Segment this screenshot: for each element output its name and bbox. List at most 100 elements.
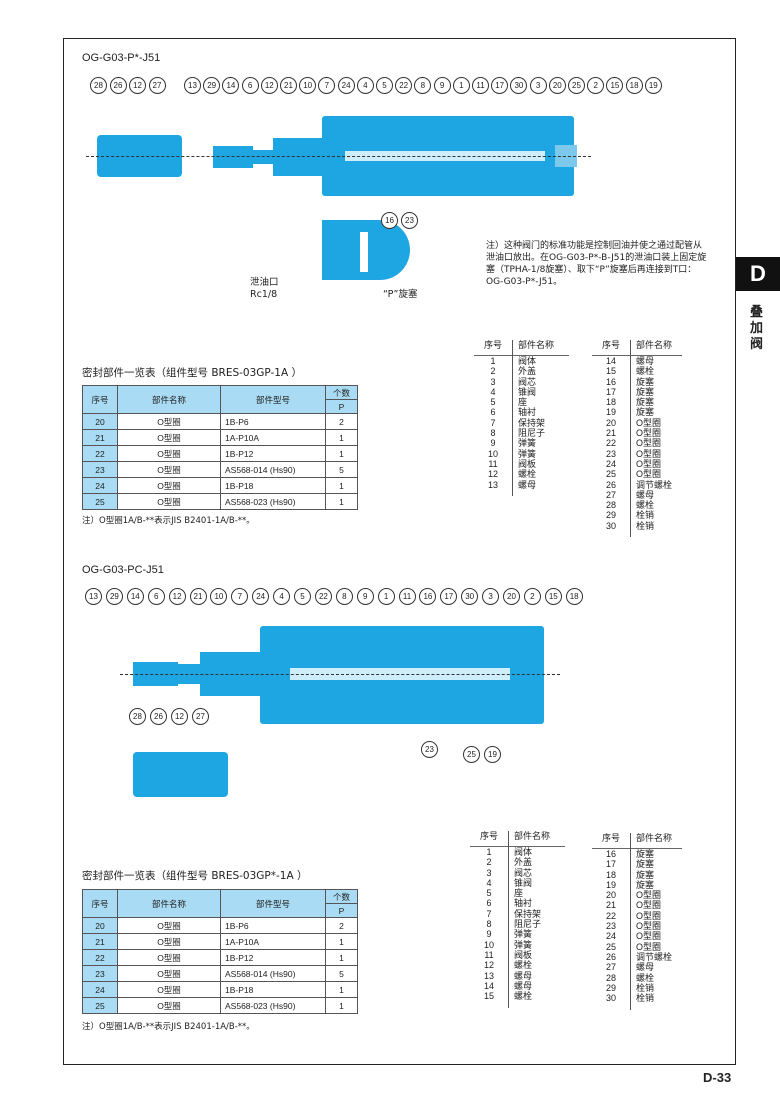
table-row: 24 O型圈 1B-P18 1: [82, 477, 358, 494]
callout-label: 18: [625, 77, 643, 94]
part-name: 保持架: [514, 908, 542, 919]
callout-label: 19: [484, 746, 501, 763]
header-name: 部件名称: [514, 831, 551, 841]
part-no: 14: [605, 356, 616, 366]
part-name: 栓销: [636, 993, 655, 1004]
callout-label: 17: [491, 77, 509, 94]
part-no: 24: [605, 931, 616, 942]
part-no: 21: [605, 428, 616, 439]
callout-label: 16: [381, 212, 398, 229]
cell-model: 1A-P10A: [220, 429, 326, 446]
cell-model: AS568-023 (Hs90): [220, 493, 326, 510]
cell-no: 23: [82, 965, 118, 982]
part-no: 18: [605, 869, 616, 880]
callout-label: 9: [433, 77, 451, 94]
table-row: 20 O型圈 1B-P6 2: [82, 917, 358, 934]
cell-no: 21: [82, 429, 118, 446]
table-row: 22 O型圈 1B-P12 1: [82, 949, 358, 966]
callout-label: 8: [414, 77, 432, 94]
part-no: 11: [488, 458, 498, 469]
callout-label: 2: [587, 77, 605, 94]
part-no: 27: [605, 962, 616, 973]
table-row: 23 O型圈 AS568-014 (Hs90) 5: [82, 461, 358, 478]
part-name: 轴衬: [514, 898, 533, 909]
callout-label: 24: [252, 588, 270, 605]
page-frame: [63, 38, 736, 1065]
p-plug-label: “P”旋塞: [383, 289, 418, 300]
callout-label: 23: [401, 212, 418, 229]
callout-label: 30: [510, 77, 528, 94]
header-name: 部件名称: [636, 340, 673, 350]
callout-label: 19: [644, 77, 662, 94]
cell-name: O型圈: [117, 493, 221, 510]
cell-no: 22: [82, 445, 118, 462]
part-name: 栓销: [636, 982, 655, 993]
cell-model: 1B-P12: [220, 949, 326, 966]
list-item: 10 弹簧: [474, 449, 569, 459]
part-name: 旋塞: [636, 386, 655, 397]
seal-list-title-2: 密封部件一览表（组件型号 BRES-03GP*-1A ）: [82, 870, 308, 882]
cell-no: 25: [82, 493, 118, 510]
part-no: 3: [490, 376, 496, 387]
part-no: 17: [605, 386, 616, 397]
cell-model: 1A-P10A: [220, 933, 326, 950]
part-name: 座: [514, 888, 524, 899]
callout-label: 27: [192, 708, 209, 725]
cell-qty: 2: [325, 413, 358, 430]
callout-label: 11: [398, 588, 416, 605]
callout-label: 21: [189, 588, 207, 605]
part-name: 螺母: [636, 489, 655, 500]
header-no: 序号: [601, 340, 620, 350]
cell-qty: 2: [325, 917, 358, 934]
part-no: 23: [605, 448, 616, 459]
part-no: 19: [605, 879, 616, 890]
cell-no: 20: [82, 413, 118, 430]
part-name: 螺栓: [636, 972, 655, 983]
header-no: 序号: [601, 833, 620, 843]
part-no: 17: [605, 859, 616, 870]
part-name: O型圈: [636, 469, 662, 480]
table-row: 23 O型圈 AS568-014 (Hs90) 5: [82, 965, 358, 982]
part-no: 28: [605, 500, 616, 511]
part-no: 10: [487, 448, 498, 459]
part-name: 弹簧: [518, 448, 537, 459]
cover: [273, 138, 323, 176]
note-text: 注）这种阀门的标准功能是控制回油并使之通过配管从泄油口放出。在OG-G03-P*…: [486, 241, 707, 287]
part-name: 螺栓: [518, 469, 537, 480]
header-model: 部件型号: [220, 889, 326, 918]
callout-label: 9: [356, 588, 374, 605]
part-name: 旋塞: [636, 407, 655, 418]
cell-name: O型圈: [117, 997, 221, 1014]
part-no: 16: [605, 376, 616, 387]
callout-label: 11: [472, 77, 489, 94]
part-name: 弹簧: [514, 929, 533, 940]
header-qty-p: P: [325, 903, 358, 918]
header-name: 部件名称: [117, 385, 221, 414]
part-name: 阀板: [518, 458, 537, 469]
section-tab-text: 叠加阀: [750, 305, 764, 352]
part-no: 2: [490, 366, 496, 377]
part-name: O型圈: [636, 890, 662, 901]
part-no: 15: [483, 991, 494, 1002]
cell-no: 24: [82, 981, 118, 998]
table-row: 25 O型圈 AS568-023 (Hs90) 1: [82, 493, 358, 510]
